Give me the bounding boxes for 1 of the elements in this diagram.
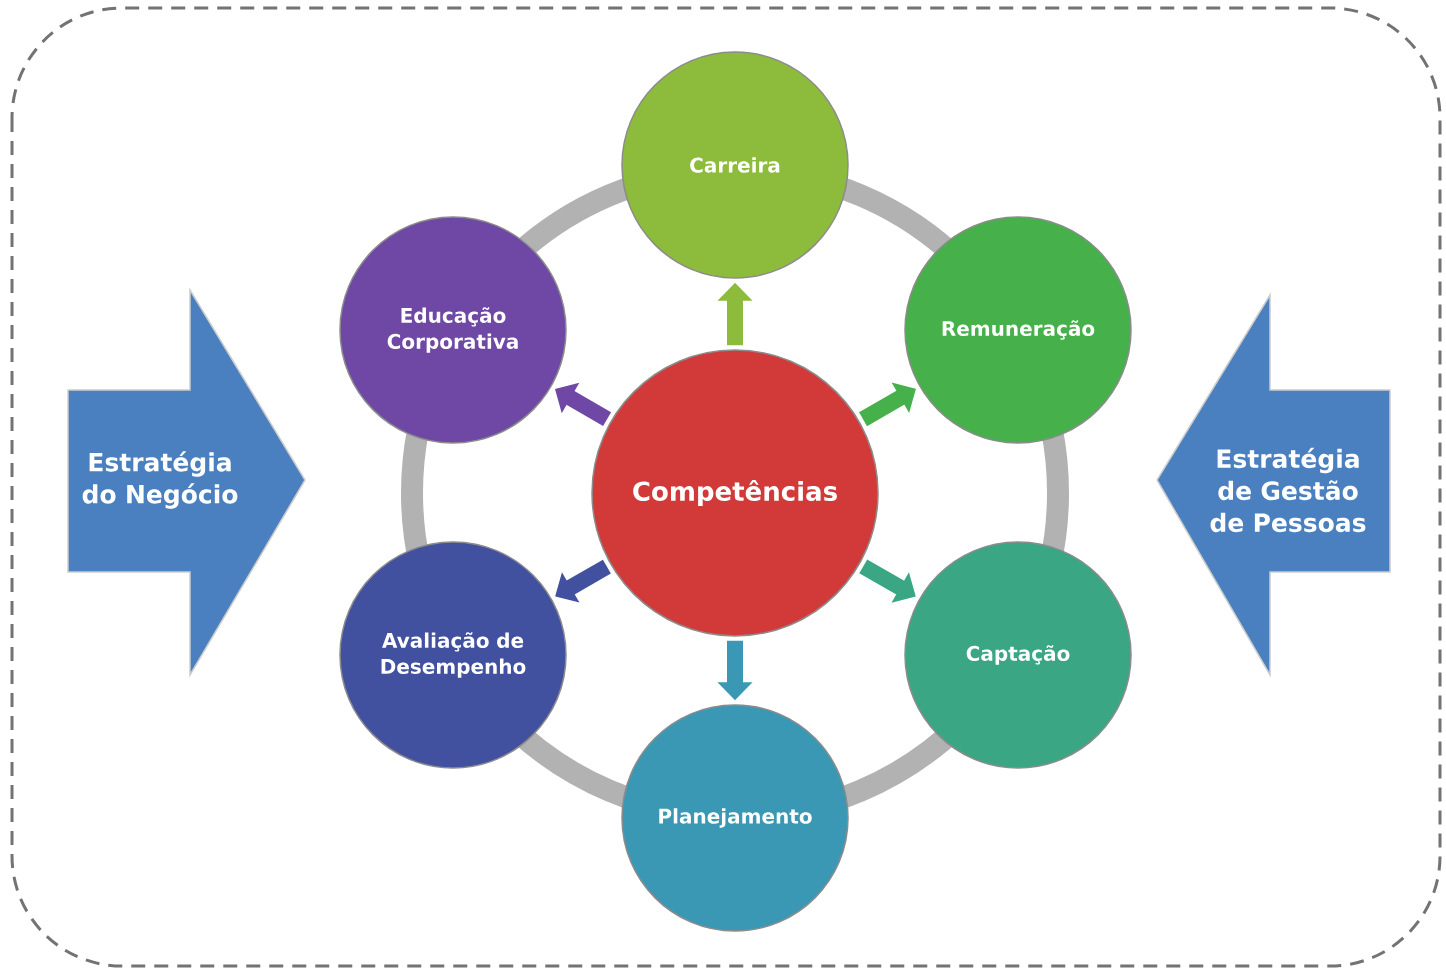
arrow [555, 559, 611, 603]
